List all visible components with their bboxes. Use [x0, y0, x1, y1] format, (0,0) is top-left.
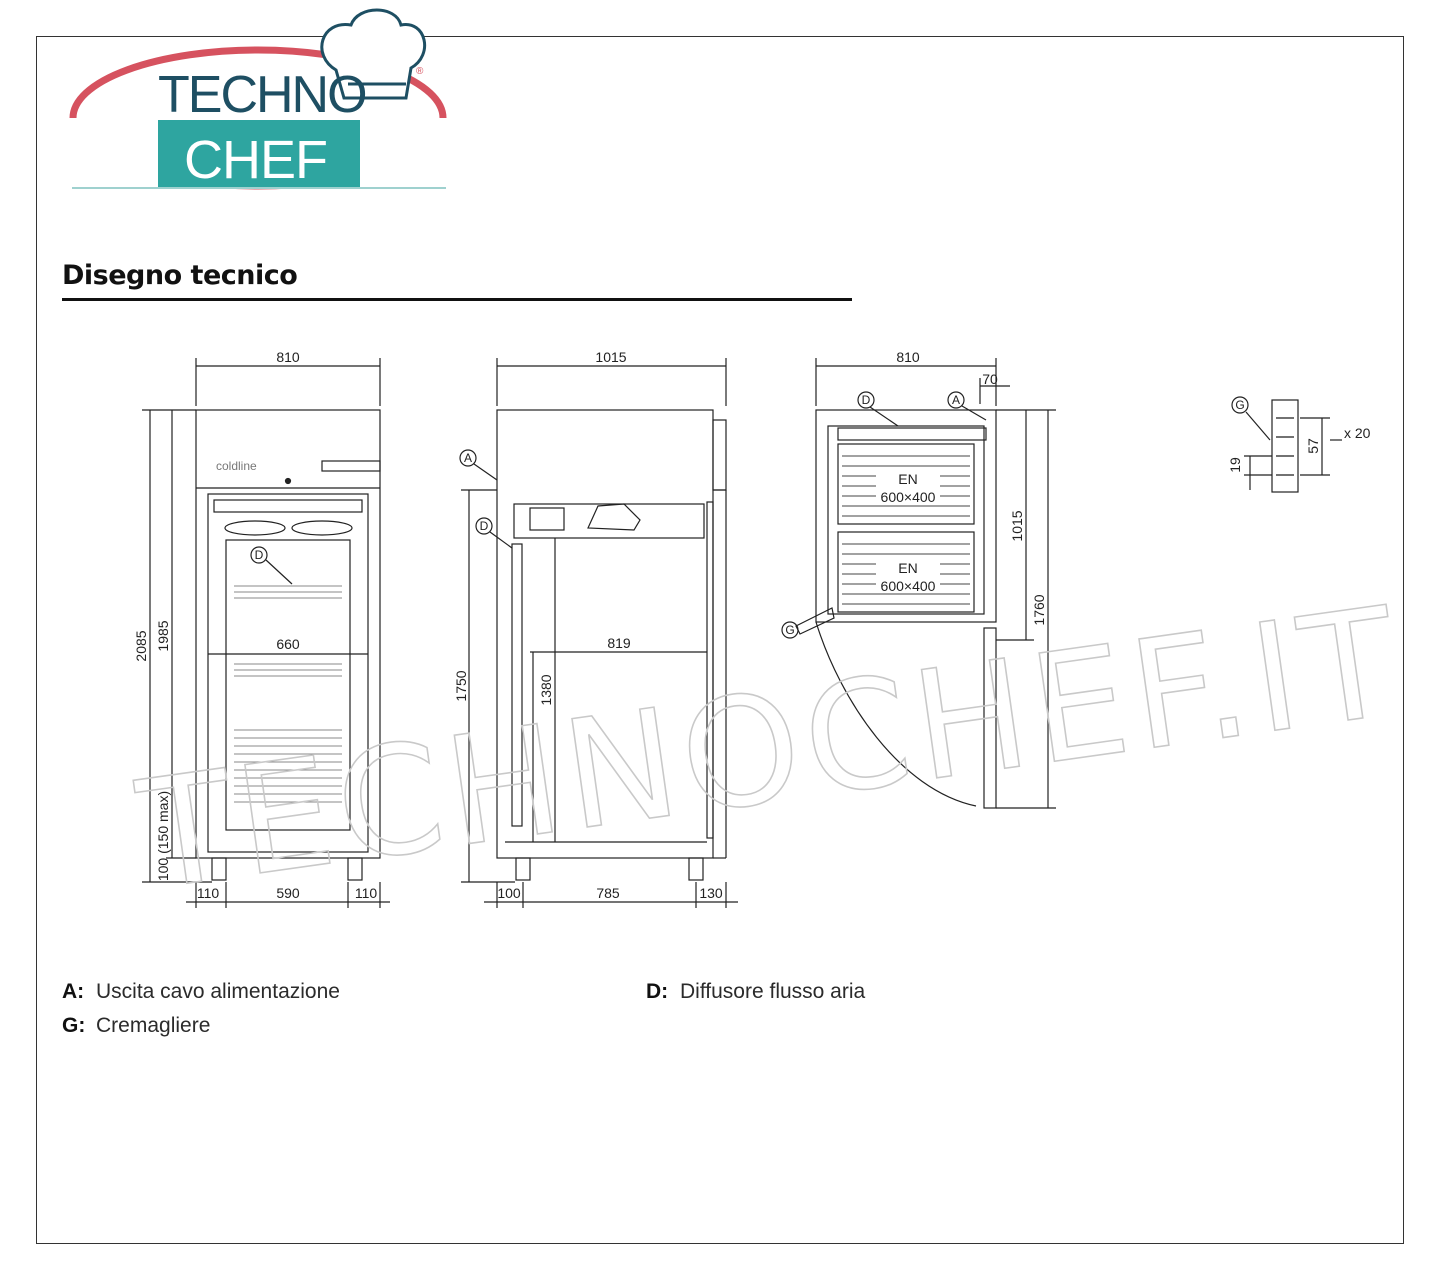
front-inner-height-label: 1985 — [155, 620, 171, 651]
side-inner-depth-label: 819 — [607, 635, 631, 651]
front-leg-height-label: 100 (150 max) — [155, 791, 171, 881]
legend-key-a: A: — [62, 980, 85, 1003]
legend-item-g: G: Cremagliere — [62, 1014, 210, 1038]
top-marker-a: A — [952, 393, 960, 407]
front-width-label: 810 — [276, 349, 300, 365]
top-marker-g: G — [785, 623, 794, 637]
side-bottom-mid-label: 785 — [596, 885, 620, 901]
side-bottom-right-label: 130 — [699, 885, 723, 901]
brand-label: coldline — [216, 459, 257, 473]
logo-techno: TECHNO — [158, 66, 366, 124]
front-bottom-right-label: 110 — [355, 885, 378, 901]
top-marker-d: D — [862, 393, 871, 407]
rack-marker-g: G — [1235, 398, 1244, 412]
tray2-standard-label: EN — [898, 560, 917, 576]
watermark-text: TECHNOCHEF.IT — [129, 575, 1412, 924]
side-height-label: 1750 — [453, 670, 469, 701]
top-depth-label: 1015 — [1009, 510, 1025, 541]
legend-text-g: Cremagliere — [96, 1014, 211, 1037]
rack-spacing-label: 57 — [1305, 438, 1321, 454]
technochef-logo: TECHNO CHEF ® — [66, 8, 456, 192]
legend-key-g: G: — [62, 1014, 86, 1037]
legend-text-a: Uscita cavo alimentazione — [96, 980, 340, 1003]
side-width-label: 1015 — [595, 349, 626, 365]
front-inner-width-label: 660 — [276, 636, 300, 652]
top-width-label: 810 — [896, 349, 920, 365]
front-total-height-label: 2085 — [133, 630, 149, 661]
front-marker-d: D — [255, 548, 264, 562]
legend-key-d: D: — [646, 980, 669, 1003]
legend-text-d: Diffusore flusso aria — [680, 980, 866, 1003]
front-bottom-mid-label: 590 — [276, 885, 300, 901]
side-marker-a: A — [464, 451, 472, 465]
legend-item-d: D: Diffusore flusso aria — [646, 980, 865, 1004]
legend-item-a: A: Uscita cavo alimentazione — [62, 980, 340, 1004]
page-frame — [36, 36, 1404, 1244]
logo-chef: CHEF — [184, 130, 327, 190]
section-divider — [62, 298, 852, 301]
top-open-depth-label: 1760 — [1031, 594, 1047, 625]
tray1-standard-label: EN — [898, 471, 917, 487]
top-offset-label: 70 — [982, 371, 998, 387]
tray2-size-label: 600×400 — [881, 578, 936, 594]
rack-count-label: x 20 — [1344, 425, 1371, 441]
side-marker-d: D — [480, 519, 489, 533]
side-bottom-left-label: 100 — [497, 885, 521, 901]
technical-drawing: TECHNOCHEF.IT 810 coldline D 660 2085 19… — [128, 349, 1413, 925]
section-title: Disegno tecnico — [62, 260, 298, 291]
logo-registered-mark: ® — [416, 66, 424, 77]
rack-pitch-label: 19 — [1227, 457, 1243, 473]
side-inner-height-label: 1380 — [538, 674, 554, 705]
tray1-size-label: 600×400 — [881, 489, 936, 505]
front-bottom-left-label: 110 — [197, 885, 220, 901]
